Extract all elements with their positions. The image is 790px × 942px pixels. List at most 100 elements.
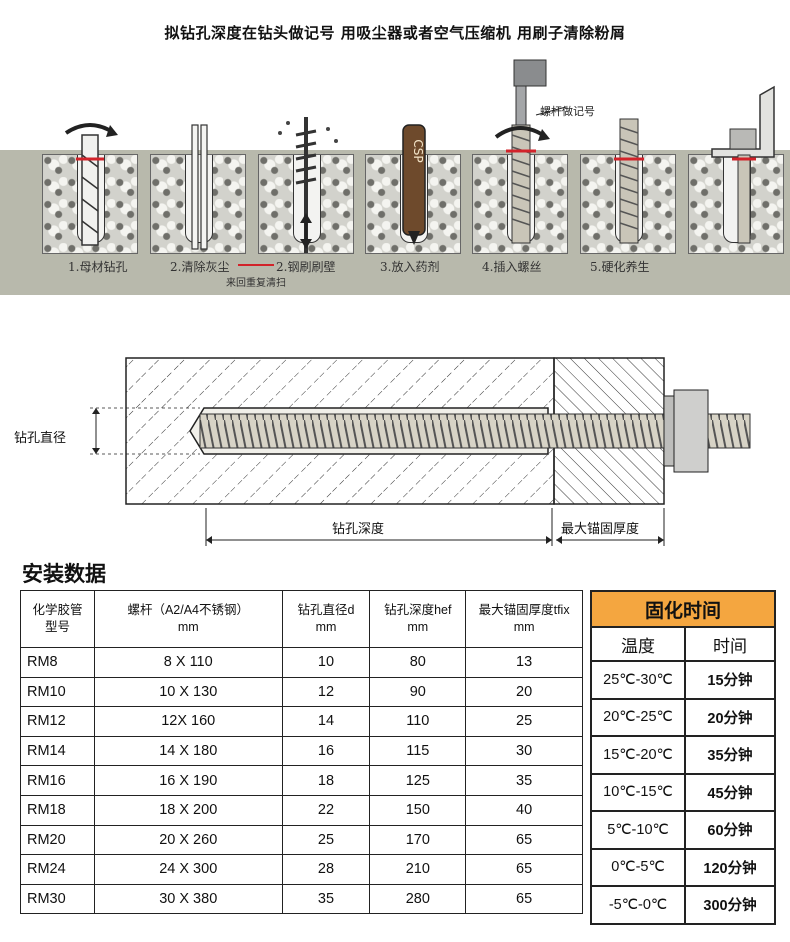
washer — [663, 395, 675, 467]
table-cell: 5℃-10℃ — [590, 810, 686, 850]
rod-mark-note: 螺杆做记号 — [540, 104, 595, 118]
table-cell: 10℃-15℃ — [590, 772, 686, 812]
table-cell: 12X 160 — [93, 706, 283, 737]
curing-table-title: 固化时间 — [590, 590, 776, 628]
table-cell: 20分钟 — [684, 697, 776, 737]
table-cell: 170 — [369, 824, 467, 856]
curing-header-time: 时间 — [684, 626, 776, 662]
step-label-2b: 2.钢刷刷壁 — [276, 260, 336, 274]
step-label-3: 3.放入药剂 — [380, 260, 440, 274]
table-cell: 15℃-20℃ — [590, 735, 686, 775]
step-label-1: 1.母材钻孔 — [68, 260, 128, 274]
table-cell: 30 — [465, 735, 583, 767]
table-cell: 120分钟 — [684, 847, 776, 887]
table-cell: 13 — [465, 647, 583, 678]
table-cell: 40 — [465, 794, 583, 826]
install-table-title: 安装数据 — [22, 562, 106, 586]
table-cell: 25 — [281, 824, 371, 856]
table-cell: 25℃-30℃ — [590, 660, 686, 700]
rod-end — [707, 413, 751, 449]
table-cell: 35 — [465, 765, 583, 796]
air-tube-icon — [191, 124, 208, 250]
table-cell: 210 — [369, 854, 467, 885]
page-title: 拟钻孔深度在钻头做记号 用吸尘器或者空气压缩机 用刷子清除粉屑 — [164, 24, 626, 42]
step-label-4: 4.插入螺丝 — [482, 260, 542, 274]
table-cell: 15分钟 — [684, 660, 776, 700]
table-cell: 45分钟 — [684, 772, 776, 812]
table-cell: 65 — [465, 824, 583, 856]
step-arrow — [238, 264, 274, 266]
table-cell: 20 X 260 — [93, 824, 283, 856]
table-cell: 80 — [369, 647, 467, 678]
table-cell: 110 — [369, 706, 467, 737]
table-cell: RM18 — [20, 794, 95, 826]
table-cell: 35 — [281, 883, 371, 915]
table-cell: 150 — [369, 794, 467, 826]
table-cell: 65 — [465, 883, 583, 915]
table-cell: RM10 — [20, 676, 95, 708]
table-cell: 300分钟 — [684, 885, 776, 925]
table-cell: 16 X 190 — [93, 765, 283, 796]
install-header-cell: 螺杆（A2/A4不锈钢）mm — [93, 590, 283, 648]
drill-bit-icon — [64, 123, 118, 246]
capsule-text: CSP — [411, 139, 425, 162]
step-label-2: 2.清除灰尘 — [170, 260, 230, 274]
table-cell: 115 — [369, 735, 467, 767]
table-cell: 30 X 380 — [93, 883, 283, 915]
table-cell: 20℃-25℃ — [590, 697, 686, 737]
table-cell: 280 — [369, 883, 467, 915]
drill-depth-label: 钻孔深度 — [332, 522, 385, 537]
threaded-rod — [199, 413, 671, 449]
table-cell: 20 — [465, 676, 583, 708]
table-cell: 125 — [369, 765, 467, 796]
nut — [673, 389, 709, 473]
table-cell: 10 — [281, 647, 371, 678]
table-cell: 16 — [281, 735, 371, 767]
step-tools-illustration: CSP 螺杆做记号 — [64, 59, 775, 253]
install-header-cell: 化学胶管型号 — [20, 590, 95, 648]
step-note: 来回重复清扫 — [226, 278, 286, 289]
table-cell: RM8 — [20, 647, 95, 678]
table-cell: -5℃-0℃ — [590, 885, 686, 925]
fix-thickness-label: 最大锚固厚度 — [561, 522, 640, 537]
table-cell: 10 X 130 — [93, 676, 283, 708]
drill-hole — [185, 155, 213, 243]
table-cell: 65 — [465, 854, 583, 885]
table-cell: 0℃-5℃ — [590, 847, 686, 887]
step-label-5: 5.硬化养生 — [590, 260, 650, 274]
wire-brush-icon — [278, 117, 338, 253]
table-cell: 25 — [465, 706, 583, 737]
table-cell: 35分钟 — [684, 735, 776, 775]
bore-diameter-label: 钻孔直径 — [14, 431, 67, 446]
table-cell: RM12 — [20, 706, 95, 737]
bracket-nut-icon — [711, 85, 775, 244]
table-cell: 24 X 300 — [93, 854, 283, 885]
table-cell: 12 — [281, 676, 371, 708]
table-cell: 28 — [281, 854, 371, 885]
resin-capsule-icon: CSP — [402, 124, 426, 245]
table-cell: 22 — [281, 794, 371, 826]
table-cell: 90 — [369, 676, 467, 708]
concrete-block-7 — [688, 154, 784, 254]
table-cell: RM14 — [20, 735, 95, 767]
table-cell: RM20 — [20, 824, 95, 856]
table-cell: 8 X 110 — [93, 647, 283, 678]
